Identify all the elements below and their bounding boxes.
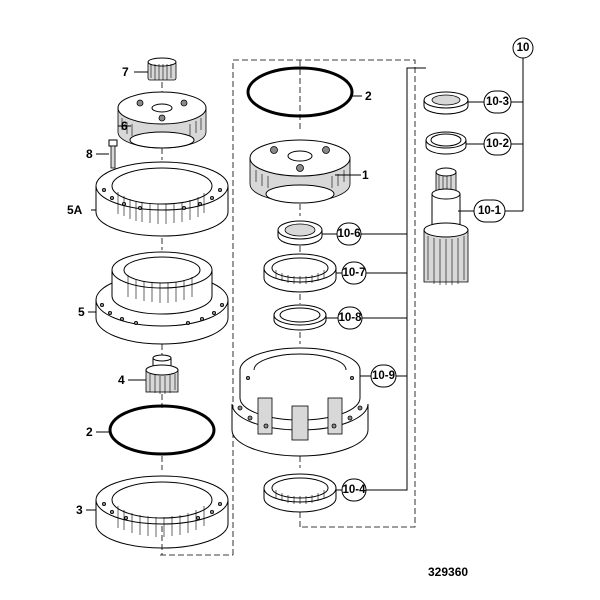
flange-bolt-holes (100, 302, 224, 325)
label-part-2-lower: 2 (86, 425, 93, 439)
part-10-4-bearing (263, 473, 337, 527)
part-2-o-ring-lower (108, 404, 216, 470)
callout-10-7: 10-7 (341, 261, 367, 285)
part-1-planet-carrier (249, 139, 351, 216)
callout-10-4: 10-4 (341, 478, 367, 502)
callout-10-8-text: 10-8 (338, 312, 362, 324)
part-10-3-seal (423, 91, 469, 115)
callout-10-7-text: 10-7 (342, 267, 365, 279)
callout-10-9-text: 10-9 (372, 370, 395, 382)
part-5a-ring-gear (95, 161, 229, 250)
callout-10-3: 10-3 (483, 90, 512, 114)
assembly-dashed-frame (160, 59, 416, 556)
callout-10-6: 10-6 (336, 222, 362, 246)
callout-10-3-text: 10-3 (486, 96, 509, 108)
callout-10-1-text: 10-1 (478, 205, 502, 217)
part-6-planet-carrier (117, 91, 207, 160)
part-10-6-bearing (277, 220, 323, 254)
part-10-8-seal-ring (273, 304, 327, 344)
callout-leader-lines (322, 67, 484, 491)
part-labels: 7 6 8 5A 5 4 2 3 2 1 (67, 65, 372, 517)
part-3-ring-gear (95, 475, 229, 555)
label-part-8: 8 (86, 147, 93, 161)
part-8-bolt (108, 139, 118, 169)
label-part-6: 6 (121, 119, 128, 133)
callout-10: 10 (512, 37, 534, 59)
part-5-ring-gear-flange (95, 251, 229, 356)
label-part-7: 7 (122, 65, 129, 79)
label-part-2-upper: 2 (365, 89, 372, 103)
part-2-o-ring-upper (246, 60, 354, 130)
left-leader-lines (86, 71, 362, 511)
part-10-9-housing (231, 347, 369, 468)
callout-10-9: 10-9 (370, 364, 397, 388)
callout-10-text: 10 (517, 42, 530, 54)
figure-number: 329360 (428, 565, 468, 579)
part-10-7-bearing (263, 253, 337, 304)
housing-bolt-holes (237, 375, 363, 429)
callout-10-2-text: 10-2 (486, 138, 509, 150)
label-part-4: 4 (118, 373, 125, 387)
callout-10-2: 10-2 (483, 132, 512, 156)
label-part-5a: 5A (67, 203, 83, 217)
ring3-bolt-holes (102, 501, 222, 521)
callout-10-1: 10-1 (473, 199, 506, 223)
part-7-pinion-gear (147, 57, 177, 100)
label-part-5: 5 (78, 305, 85, 319)
label-part-1: 1 (362, 168, 369, 182)
callout-10-4-text: 10-4 (342, 484, 366, 496)
part-4-sun-gear (145, 354, 179, 408)
ring-bolt-holes (102, 187, 222, 210)
part-10-2-ring (425, 131, 467, 155)
part-10-1-pinion-shaft (423, 167, 469, 285)
callout-10-8: 10-8 (337, 306, 363, 330)
label-part-3: 3 (76, 503, 83, 517)
callout-10-bracket (505, 58, 524, 212)
callout-10-6-text: 10-6 (337, 228, 360, 240)
